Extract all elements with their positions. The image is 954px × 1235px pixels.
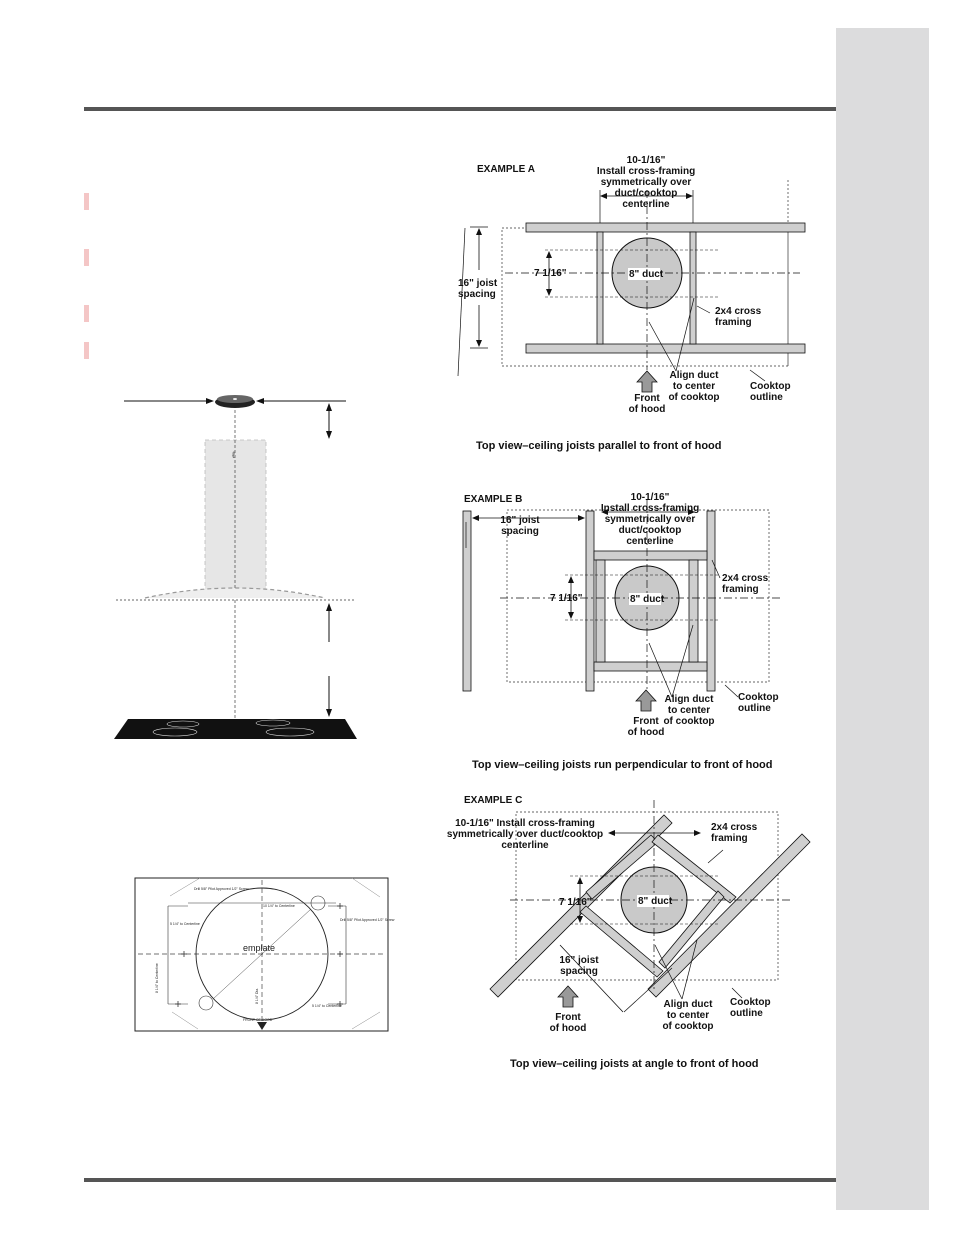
example-b-caption: Top view–ceiling joists run perpendicula… [472, 759, 772, 771]
example-a-cooktop-label: Cooktop outline [750, 381, 791, 403]
svg-text:10-1/16": 10-1/16" [627, 155, 666, 166]
template-note: 10 1/4" to Centerline [263, 904, 295, 908]
example-c-crossframe-note: 10-1/16" Install cross-framing symmetric… [447, 818, 603, 851]
example-a-joist-spacing-label: 16" joist spacing [458, 278, 498, 300]
example-c-cross-framing-label: 2x4 cross framing [711, 822, 758, 844]
svg-text:of cooktop: of cooktop [663, 716, 714, 727]
example-a-caption: Top view–ceiling joists parallel to fron… [476, 440, 721, 452]
template-note: Drill 5/8" Pilot Approved 1/2" Screw [340, 918, 395, 922]
example-b-duct-label: 8" duct [630, 594, 665, 605]
example-b-heading: EXAMPLE B [464, 494, 522, 505]
svg-text:symmetrically over: symmetrically over [601, 177, 692, 188]
example-c-heading: EXAMPLE C [464, 795, 522, 806]
example-b-dimension: 7 1/16" [550, 593, 583, 604]
page-sidebar-tab [836, 28, 929, 1210]
svg-text:outline: outline [750, 392, 783, 403]
svg-text:16" joist: 16" joist [559, 955, 599, 966]
template-front-word: FRONT OF HOOD [243, 1018, 273, 1022]
svg-text:centerline: centerline [626, 536, 674, 547]
example-b-front-label: Front of hood [628, 716, 665, 738]
svg-text:duct/cooktop: duct/cooktop [619, 525, 682, 536]
svg-text:Front: Front [633, 716, 659, 727]
svg-text:2x4 cross: 2x4 cross [711, 822, 758, 833]
example-c-align-label: Align duct to center of cooktop [662, 999, 713, 1032]
svg-text:spacing: spacing [458, 289, 496, 300]
svg-text:2x4 cross: 2x4 cross [722, 573, 769, 584]
svg-text:to center: to center [667, 1010, 709, 1021]
svg-text:symmetrically over: symmetrically over [605, 514, 696, 525]
svg-text:16" joist: 16" joist [458, 278, 498, 289]
bullet-marker [84, 305, 89, 322]
svg-text:spacing: spacing [560, 966, 598, 977]
example-c-duct-label: 8" duct [638, 896, 673, 907]
template-note: 5 1/4" to Centerline [170, 922, 200, 926]
example-a-heading: EXAMPLE A [477, 164, 535, 175]
example-a-dimension: 7 1/16" [534, 268, 567, 279]
svg-text:Front: Front [634, 393, 660, 404]
svg-text:Align duct: Align duct [665, 694, 715, 705]
example-c-cooktop-label: Cooktop outline [730, 997, 771, 1019]
template-center-word: emplate [243, 943, 275, 953]
svg-text:of hood: of hood [550, 1023, 587, 1034]
svg-text:Install cross-framing: Install cross-framing [601, 503, 699, 514]
svg-text:of hood: of hood [628, 727, 665, 738]
example-c-front-label: Front of hood [550, 1012, 587, 1034]
template-note: 8 1/4" Dia. [255, 988, 259, 1004]
bullet-marker [84, 249, 89, 266]
example-a-align-label: Align duct to center of cooktop [668, 370, 719, 403]
bottom-rule [84, 1178, 909, 1182]
bullet-marker [84, 193, 89, 210]
svg-text:of cooktop: of cooktop [668, 392, 719, 403]
example-b-cross-framing-label: 2x4 cross framing [722, 573, 769, 595]
example-a-duct-label: 8" duct [629, 269, 664, 280]
svg-text:Cooktop: Cooktop [738, 692, 779, 703]
svg-text:centerline: centerline [501, 840, 549, 851]
svg-text:10-1/16" Install cross-framing: 10-1/16" Install cross-framing [455, 818, 595, 829]
top-rule [84, 107, 909, 111]
example-b-crossframe-note: 10-1/16" Install cross-framing symmetric… [601, 492, 699, 547]
example-a-cross-framing-label: 2x4 cross framing [715, 306, 762, 328]
svg-text:of hood: of hood [629, 404, 666, 415]
svg-text:Cooktop: Cooktop [750, 381, 791, 392]
svg-text:symmetrically over duct/cookto: symmetrically over duct/cooktop [447, 829, 603, 840]
svg-text:Align duct: Align duct [670, 370, 720, 381]
bullet-marker [84, 342, 89, 359]
template-note: Drill 5/8" Pilot Approved 1/2" Screw [194, 887, 249, 891]
svg-text:centerline: centerline [622, 199, 670, 210]
svg-text:outline: outline [738, 703, 771, 714]
example-b-cooktop-label: Cooktop outline [738, 692, 779, 714]
svg-text:framing: framing [722, 584, 759, 595]
svg-text:to center: to center [668, 705, 710, 716]
template-note: 5 1/4" to Centerline [312, 1004, 342, 1008]
svg-text:10-1/16": 10-1/16" [631, 492, 670, 503]
svg-text:Align duct: Align duct [664, 999, 714, 1010]
svg-text:Install cross-framing: Install cross-framing [597, 166, 695, 177]
svg-text:outline: outline [730, 1008, 763, 1019]
svg-text:duct/cooktop: duct/cooktop [615, 188, 678, 199]
svg-text:2x4 cross: 2x4 cross [715, 306, 762, 317]
svg-text:Front: Front [555, 1012, 581, 1023]
example-b-joist-spacing-label: 16" joist spacing [500, 515, 540, 537]
svg-text:framing: framing [715, 317, 752, 328]
svg-text:spacing: spacing [501, 526, 539, 537]
example-b-align-label: Align duct to center of cooktop [663, 694, 714, 727]
example-c-joist-spacing-label: 16" joist spacing [559, 955, 599, 977]
svg-text:to center: to center [673, 381, 715, 392]
template-note: 8 1/4" to Centerline [155, 963, 159, 993]
example-c-dimension: 7 1/16" [559, 897, 592, 908]
svg-text:ℓ: ℓ [232, 450, 236, 460]
example-a-crossframe-note: 10-1/16" Install cross-framing symmetric… [597, 155, 695, 210]
example-a-front-label: Front of hood [629, 393, 666, 415]
svg-text:framing: framing [711, 833, 748, 844]
svg-text:16" joist: 16" joist [500, 515, 540, 526]
svg-text:Cooktop: Cooktop [730, 997, 771, 1008]
svg-text:of cooktop: of cooktop [662, 1021, 713, 1032]
example-c-caption: Top view–ceiling joists at angle to fron… [510, 1058, 759, 1070]
